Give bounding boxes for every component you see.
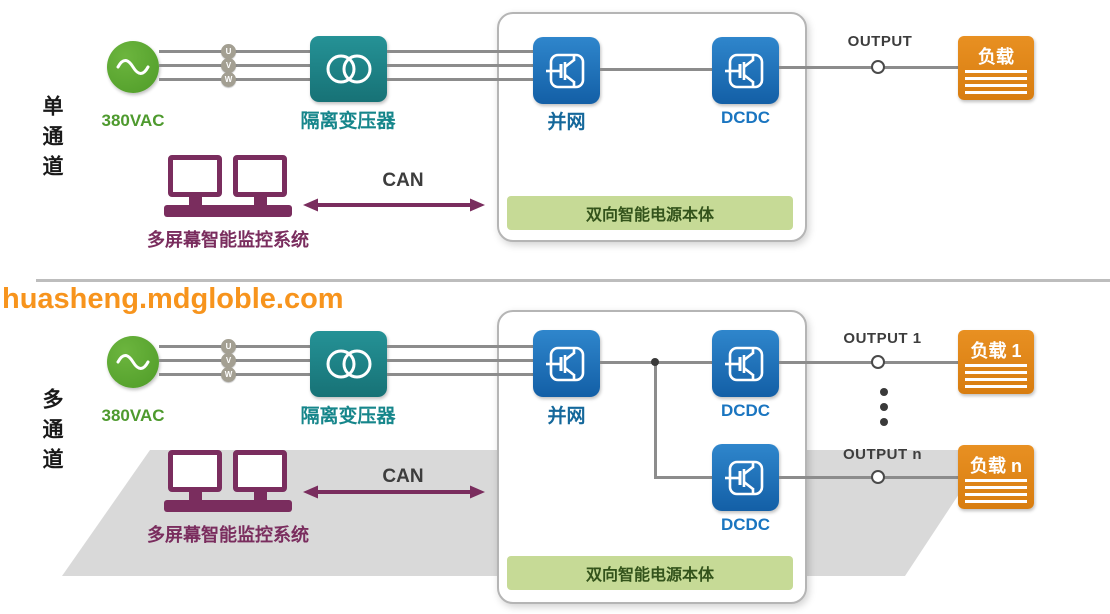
grid-converter-label: 并网 bbox=[547, 112, 586, 133]
monitor-icon bbox=[168, 450, 222, 492]
power-body-label-bar: 双向智能电源本体 bbox=[507, 556, 793, 590]
sine-wave-icon bbox=[116, 59, 150, 75]
output-terminal-icon bbox=[871, 60, 885, 74]
grid-converter-icon bbox=[533, 330, 600, 397]
ellipsis-dot bbox=[880, 388, 888, 396]
phase-wire bbox=[387, 50, 533, 53]
dcdc-converter-label: DCDC bbox=[720, 401, 771, 420]
monitor-system-label: 多屏幕智能监控系统 bbox=[147, 230, 309, 250]
dc-branch-wire bbox=[654, 476, 712, 479]
double-coil-icon bbox=[326, 349, 371, 379]
igbt-module-icon bbox=[724, 53, 763, 88]
igbt-module-icon bbox=[545, 346, 584, 381]
monitor-system-label: 多屏幕智能监控系统 bbox=[147, 525, 309, 545]
load-box: 负载 1 bbox=[958, 330, 1034, 394]
load-stripes-icon bbox=[965, 364, 1027, 388]
monitor-stand-icon bbox=[189, 490, 202, 500]
ac-source-icon bbox=[107, 336, 159, 388]
junction-dot bbox=[651, 358, 659, 366]
output-1-label: OUTPUT 1 bbox=[843, 330, 922, 347]
phase-w-badge: W bbox=[221, 367, 236, 382]
dcdc-converter-icon bbox=[712, 444, 779, 511]
dcdc-converter-icon bbox=[712, 37, 779, 104]
output-label: OUTPUT bbox=[847, 33, 913, 50]
output-wire bbox=[779, 361, 958, 364]
can-label: CAN bbox=[382, 466, 424, 487]
phase-wire bbox=[387, 64, 533, 67]
load-stripes-icon bbox=[965, 70, 1027, 94]
output-wire bbox=[779, 66, 958, 69]
dcdc-converter-label: DCDC bbox=[720, 108, 771, 127]
igbt-module-icon bbox=[724, 460, 763, 495]
can-label: CAN bbox=[382, 170, 424, 191]
phase-wire bbox=[387, 359, 533, 362]
output-n-label: OUTPUT n bbox=[843, 446, 922, 463]
phase-wire bbox=[387, 373, 533, 376]
load-box: 负载 n bbox=[958, 445, 1034, 509]
can-double-arrow-icon bbox=[303, 198, 485, 212]
igbt-module-icon bbox=[545, 53, 584, 88]
multi-channel-side-label: 多通道 bbox=[40, 388, 63, 478]
ellipsis-dot bbox=[880, 403, 888, 411]
load-label: 负载 1 bbox=[970, 341, 1022, 361]
grid-converter-label: 并网 bbox=[547, 406, 586, 427]
phase-u-badge: U bbox=[221, 339, 236, 354]
phase-wire bbox=[387, 345, 533, 348]
monitor-stand-icon bbox=[189, 195, 202, 205]
dc-branch-wire bbox=[654, 362, 657, 477]
monitor-icon bbox=[233, 155, 287, 197]
isolation-transformer-icon bbox=[310, 36, 387, 102]
dcdc-converter-label: DCDC bbox=[720, 515, 771, 534]
phase-v-badge: V bbox=[221, 353, 236, 368]
ac-source-icon bbox=[107, 41, 159, 93]
igbt-module-icon bbox=[724, 346, 763, 381]
monitor-icon bbox=[233, 450, 287, 492]
monitor-base-icon bbox=[164, 205, 292, 217]
transformer-label: 隔离变压器 bbox=[300, 406, 396, 427]
phase-wire bbox=[387, 78, 533, 81]
dc-bus-wire bbox=[600, 68, 712, 71]
source-voltage-label: 380VAC bbox=[101, 406, 165, 425]
power-body-label-bar: 双向智能电源本体 bbox=[507, 196, 793, 230]
monitor-stand-icon bbox=[254, 490, 267, 500]
phase-v-badge: V bbox=[221, 58, 236, 73]
sine-wave-icon bbox=[116, 354, 150, 370]
single-channel-side-label: 单通道 bbox=[40, 95, 63, 185]
load-stripes-icon bbox=[965, 479, 1027, 503]
phase-w-badge: W bbox=[221, 72, 236, 87]
phase-u-badge: U bbox=[221, 44, 236, 59]
load-label: 负载 bbox=[978, 47, 1014, 67]
double-coil-icon bbox=[326, 54, 371, 84]
output-terminal-icon bbox=[871, 470, 885, 484]
monitor-base-icon bbox=[164, 500, 292, 512]
watermark-text: huasheng.mdgloble.com bbox=[2, 283, 344, 315]
ellipsis-dot bbox=[880, 418, 888, 426]
transformer-label: 隔离变压器 bbox=[300, 111, 396, 132]
output-terminal-icon bbox=[871, 355, 885, 369]
dcdc-converter-icon bbox=[712, 330, 779, 397]
monitor-stand-icon bbox=[254, 195, 267, 205]
output-wire bbox=[779, 476, 958, 479]
source-voltage-label: 380VAC bbox=[101, 111, 165, 130]
can-double-arrow-icon bbox=[303, 485, 485, 499]
isolation-transformer-icon bbox=[310, 331, 387, 397]
section-divider bbox=[36, 279, 1110, 282]
monitor-icon bbox=[168, 155, 222, 197]
load-box: 负载 bbox=[958, 36, 1034, 100]
grid-converter-icon bbox=[533, 37, 600, 104]
load-label: 负载 n bbox=[970, 456, 1022, 476]
